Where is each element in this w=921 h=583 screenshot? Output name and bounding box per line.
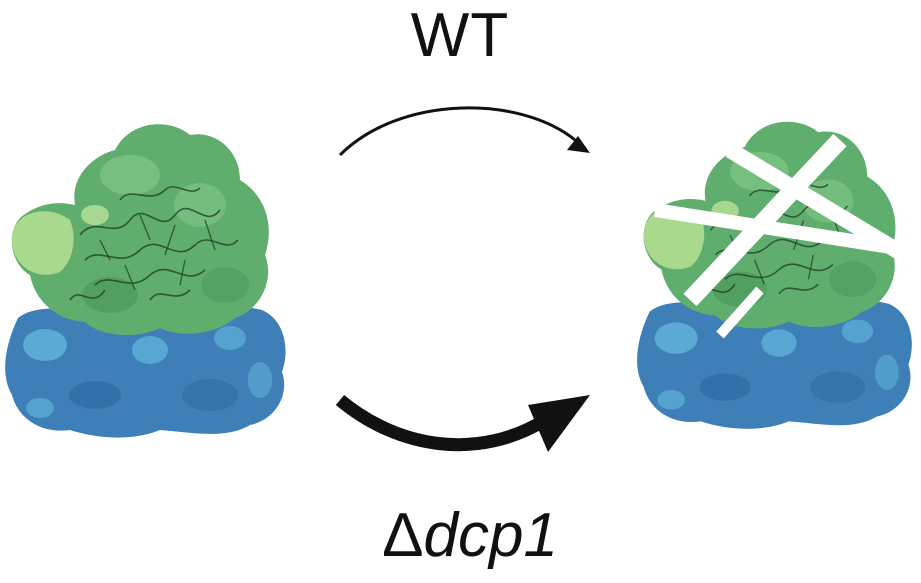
gene-name: dcp1: [423, 501, 558, 570]
delta-symbol: Δ: [382, 501, 424, 570]
cleavage-line-3: [653, 203, 912, 257]
top-arrow: [338, 106, 590, 157]
wt-label: WT: [410, 1, 510, 70]
bottom-arrow: [335, 395, 590, 452]
cleavage-line-1: [683, 133, 847, 307]
intact-ribosome: [4, 123, 287, 439]
dcp1-mutant-label: Δdcp1: [340, 500, 600, 571]
cleaved-ribosome: [636, 121, 921, 430]
